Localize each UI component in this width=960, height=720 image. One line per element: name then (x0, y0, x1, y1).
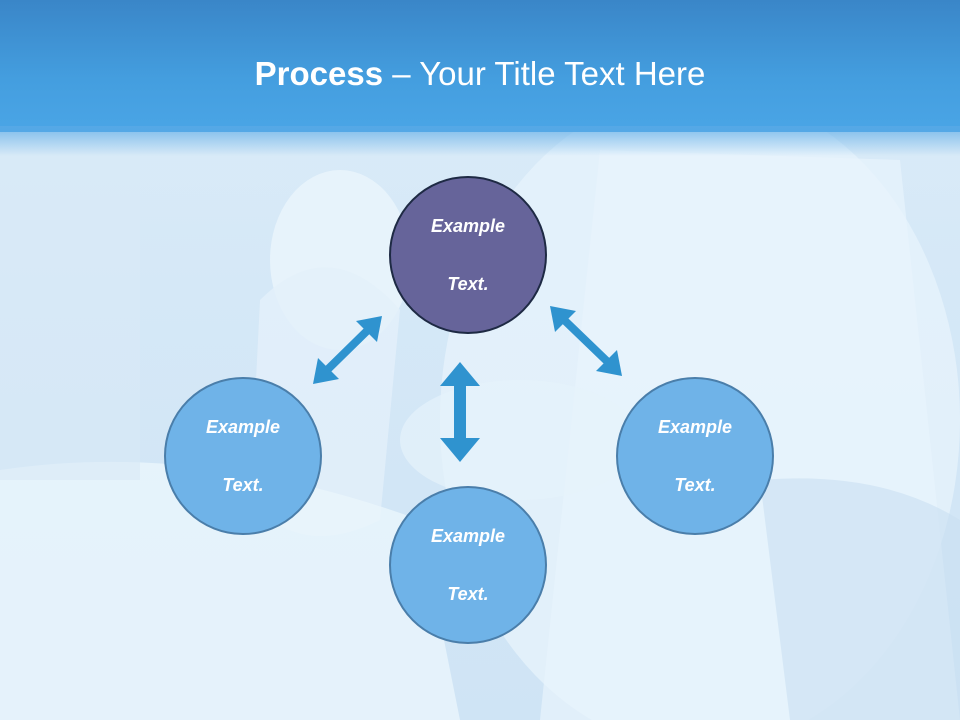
node-left-line1: Example (205, 416, 281, 437)
title-bold-text: Process (254, 55, 384, 92)
node-bottom-line1: Example (430, 525, 506, 546)
double-arrow-left (313, 316, 382, 384)
node-top-line2: Text. (447, 273, 489, 294)
title-rest-text: – Your Title Text Here (383, 55, 706, 92)
slide-title: Process – Your Title Text Here (0, 52, 960, 96)
double-arrow-vertical (440, 362, 480, 462)
title-bar-fade (0, 126, 960, 156)
title-bar (0, 0, 960, 132)
node-right-line2: Text. (674, 474, 716, 495)
node-left-line2: Text. (222, 474, 264, 495)
double-arrow-right (550, 306, 622, 376)
node-top-line1: Example (430, 215, 506, 236)
node-bottom-line2: Text. (447, 583, 489, 604)
node-right-line1: Example (657, 416, 733, 437)
